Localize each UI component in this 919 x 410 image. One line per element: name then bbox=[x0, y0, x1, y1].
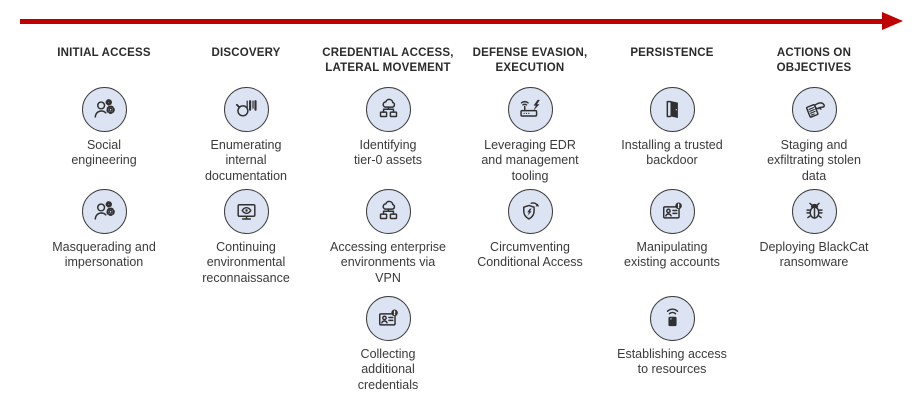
item-label: Masquerading and impersonation bbox=[52, 240, 156, 270]
chain-item: Installing a trusted backdoor bbox=[601, 87, 743, 169]
item-label: Collecting additional credentials bbox=[357, 347, 419, 392]
stage-column-4: DEFENSE EVASION, EXECUTION Leveraging EDR… bbox=[459, 46, 601, 408]
item-label: Circumventing Conditional Access bbox=[477, 240, 583, 270]
timeline-arrow-head-icon bbox=[882, 12, 903, 30]
barcode-scan-icon bbox=[223, 87, 269, 132]
chain-item: Enumerating internal documentation bbox=[175, 87, 317, 184]
item-label: Deploying BlackCat ransomware bbox=[759, 240, 869, 270]
stage-column-5: PERSISTENCE Installing a trusted backdoor… bbox=[601, 46, 743, 408]
stage-header: DISCOVERY bbox=[211, 47, 281, 59]
shield-bolt-icon bbox=[507, 189, 553, 234]
backdoor-icon bbox=[649, 87, 695, 132]
chain-item: Circumventing Conditional Access bbox=[459, 189, 601, 271]
item-label: Leveraging EDR and management tooling bbox=[481, 138, 579, 183]
stage-column-3: CREDENTIAL ACCESS, LATERAL MOVEMENT Ident… bbox=[317, 46, 459, 408]
item-label: Staging and exfiltrating stolen data bbox=[767, 138, 861, 183]
chain-item: Manipulating existing accounts bbox=[601, 189, 743, 271]
hand-document-icon bbox=[791, 87, 837, 132]
item-label: Manipulating existing accounts bbox=[624, 240, 720, 270]
item-label: Enumerating internal documentation bbox=[204, 138, 287, 183]
chain-item: Leveraging EDR and management tooling bbox=[459, 87, 601, 184]
person-gears-icon bbox=[81, 189, 127, 234]
chain-item: Continuing environmental reconnaissance bbox=[175, 189, 317, 286]
stage-header: DEFENSE EVASION, EXECUTION bbox=[472, 47, 588, 74]
item-label: Identifying tier-0 assets bbox=[353, 138, 423, 168]
device-wifi-icon bbox=[649, 296, 695, 341]
stage-header: PERSISTENCE bbox=[630, 47, 714, 59]
chain-item: Accessing enterprise environments via VP… bbox=[317, 189, 459, 286]
stage-header: INITIAL ACCESS bbox=[57, 47, 151, 59]
id-card-alert-icon bbox=[365, 296, 411, 341]
person-gears-icon bbox=[81, 87, 127, 132]
network-tree-icon bbox=[365, 87, 411, 132]
item-label: Continuing environmental reconnaissance bbox=[202, 240, 290, 285]
stage-header: ACTIONS ON OBJECTIVES bbox=[776, 47, 852, 74]
router-bolt-icon bbox=[507, 87, 553, 132]
item-label: Installing a trusted backdoor bbox=[621, 138, 723, 168]
item-label: Establishing access to resources bbox=[617, 347, 727, 377]
item-label: Social engineering bbox=[71, 138, 137, 168]
chain-item: Social engineering bbox=[33, 87, 175, 169]
stage-header: CREDENTIAL ACCESS, LATERAL MOVEMENT bbox=[322, 47, 454, 74]
network-tree-icon bbox=[365, 189, 411, 234]
chain-item: Establishing access to resources bbox=[601, 296, 743, 378]
id-card-alert-icon bbox=[649, 189, 695, 234]
stage-column-6: ACTIONS ON OBJECTIVES Staging and exfiltr… bbox=[743, 46, 885, 408]
timeline-arrow-line bbox=[20, 19, 884, 24]
item-label: Accessing enterprise environments via VP… bbox=[329, 240, 447, 285]
chain-item: Deploying BlackCat ransomware bbox=[743, 189, 885, 271]
chain-item: Masquerading and impersonation bbox=[33, 189, 175, 271]
chain-item: Identifying tier-0 assets bbox=[317, 87, 459, 169]
monitor-eye-icon bbox=[223, 189, 269, 234]
chain-item: Collecting additional credentials bbox=[317, 296, 459, 393]
chain-item: Staging and exfiltrating stolen data bbox=[743, 87, 885, 184]
stage-column-2: DISCOVERY Enumerating internal documentat… bbox=[175, 46, 317, 408]
bug-icon bbox=[791, 189, 837, 234]
